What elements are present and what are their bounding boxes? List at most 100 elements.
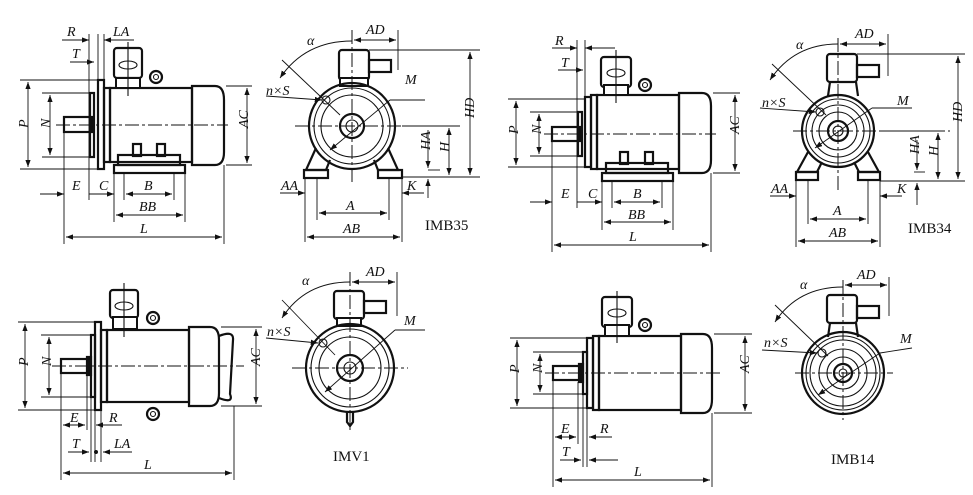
label-R: R: [554, 34, 564, 49]
label-AC: AC: [738, 354, 753, 374]
cable-gland: [855, 63, 881, 79]
label-R: R: [599, 422, 609, 437]
label-AB: AB: [342, 222, 361, 237]
label-C: C: [588, 187, 598, 202]
imb14-front-view: α AD n×S M IMB14: [761, 268, 913, 468]
imb34-side-view: R T P N AC E C B BB L: [507, 34, 743, 252]
caption-imv1: IMV1: [333, 449, 370, 465]
label-P: P: [17, 119, 32, 129]
label-HA: HA: [419, 131, 434, 151]
imv1-front-view: α AD n×S M IMV1: [265, 265, 425, 465]
lifting-eye: [637, 77, 653, 93]
label-HD: HD: [951, 102, 966, 123]
bolt-hole: [321, 95, 331, 105]
foot: [116, 153, 182, 167]
label-alpha: α: [800, 278, 808, 293]
label-R: R: [66, 25, 76, 40]
label-L: L: [139, 222, 148, 237]
drain-plug: [345, 412, 355, 428]
cable-gland: [367, 58, 393, 74]
label-E: E: [69, 411, 79, 426]
fan-cover: [677, 91, 713, 175]
terminal-box: [825, 52, 859, 84]
label-A: A: [345, 199, 355, 214]
cable-gland: [855, 304, 881, 320]
label-C: C: [99, 179, 109, 194]
label-P: P: [507, 125, 522, 135]
label-AD: AD: [365, 265, 385, 280]
fan-cover: [187, 325, 221, 408]
label-L: L: [628, 230, 637, 245]
label-P: P: [17, 357, 32, 367]
label-N: N: [40, 356, 55, 367]
label-AA: AA: [280, 179, 299, 194]
terminal-box: [332, 289, 366, 321]
label-K: K: [406, 179, 417, 194]
label-N: N: [531, 363, 546, 374]
label-BB: BB: [139, 200, 157, 215]
label-E: E: [560, 187, 570, 202]
label-T: T: [72, 47, 81, 62]
motor-body: [595, 93, 681, 171]
label-T: T: [561, 56, 570, 71]
label-B: B: [633, 187, 642, 202]
lifting-eye: [145, 310, 161, 326]
imv1-side-view: P N AC E R T LA L: [17, 283, 264, 480]
label-L: L: [143, 458, 152, 473]
label-E: E: [71, 179, 81, 194]
terminal-box: [825, 293, 859, 325]
label-H: H: [927, 145, 942, 157]
label-LA: LA: [113, 437, 131, 452]
label-H: H: [438, 141, 453, 153]
label-M: M: [404, 73, 418, 88]
bolt-hole: [318, 338, 328, 348]
label-AD: AD: [365, 23, 385, 38]
label-AD: AD: [856, 268, 876, 283]
label-M: M: [896, 94, 910, 109]
label-nS: n×S: [267, 325, 290, 340]
lifting-eye: [637, 317, 653, 333]
label-alpha: α: [302, 274, 310, 289]
label-AC: AC: [249, 347, 264, 367]
label-nS: n×S: [764, 336, 787, 351]
label-AA: AA: [770, 182, 789, 197]
drip-cover: [218, 332, 235, 402]
label-HD: HD: [463, 98, 478, 119]
label-M: M: [403, 314, 417, 329]
label-R: R: [108, 411, 118, 426]
label-AC: AC: [728, 115, 743, 135]
fan-cover: [190, 84, 226, 167]
label-AD: AD: [854, 27, 874, 42]
label-LA: LA: [112, 25, 130, 40]
imb35-side-view: R LA T P N AC E C B BB L: [17, 25, 252, 244]
imb34-front-view: α AD n×S M HD HA H AA K A AB IMB34: [759, 27, 966, 247]
label-AC: AC: [237, 109, 252, 129]
label-BB: BB: [628, 208, 646, 223]
label-K: K: [896, 182, 907, 197]
label-N: N: [39, 118, 54, 129]
caption-imb34: IMB34: [908, 221, 952, 237]
label-alpha: α: [307, 34, 315, 49]
bolt-hole: [817, 348, 827, 358]
imb35-front-view: α AD n×S M HD HA H AA K A AB IMB35: [265, 23, 480, 242]
label-T: T: [562, 445, 571, 460]
label-HA: HA: [908, 135, 923, 155]
caption-imb35: IMB35: [425, 218, 468, 234]
label-A: A: [832, 204, 842, 219]
label-E: E: [560, 422, 570, 437]
lifting-eye-bottom: [145, 406, 161, 422]
label-nS: n×S: [266, 84, 289, 99]
fan-cover: [679, 332, 714, 415]
label-B: B: [144, 179, 153, 194]
cable-gland: [362, 299, 388, 315]
label-T: T: [72, 437, 81, 452]
label-P: P: [508, 364, 523, 374]
imb14-side-view: P N AC E R T L: [508, 291, 753, 487]
label-AB: AB: [828, 226, 847, 241]
lifting-eye: [148, 69, 164, 85]
label-alpha: α: [796, 38, 804, 53]
caption-imb14: IMB14: [831, 452, 875, 468]
terminal-box: [337, 48, 371, 82]
label-nS: n×S: [762, 96, 785, 111]
